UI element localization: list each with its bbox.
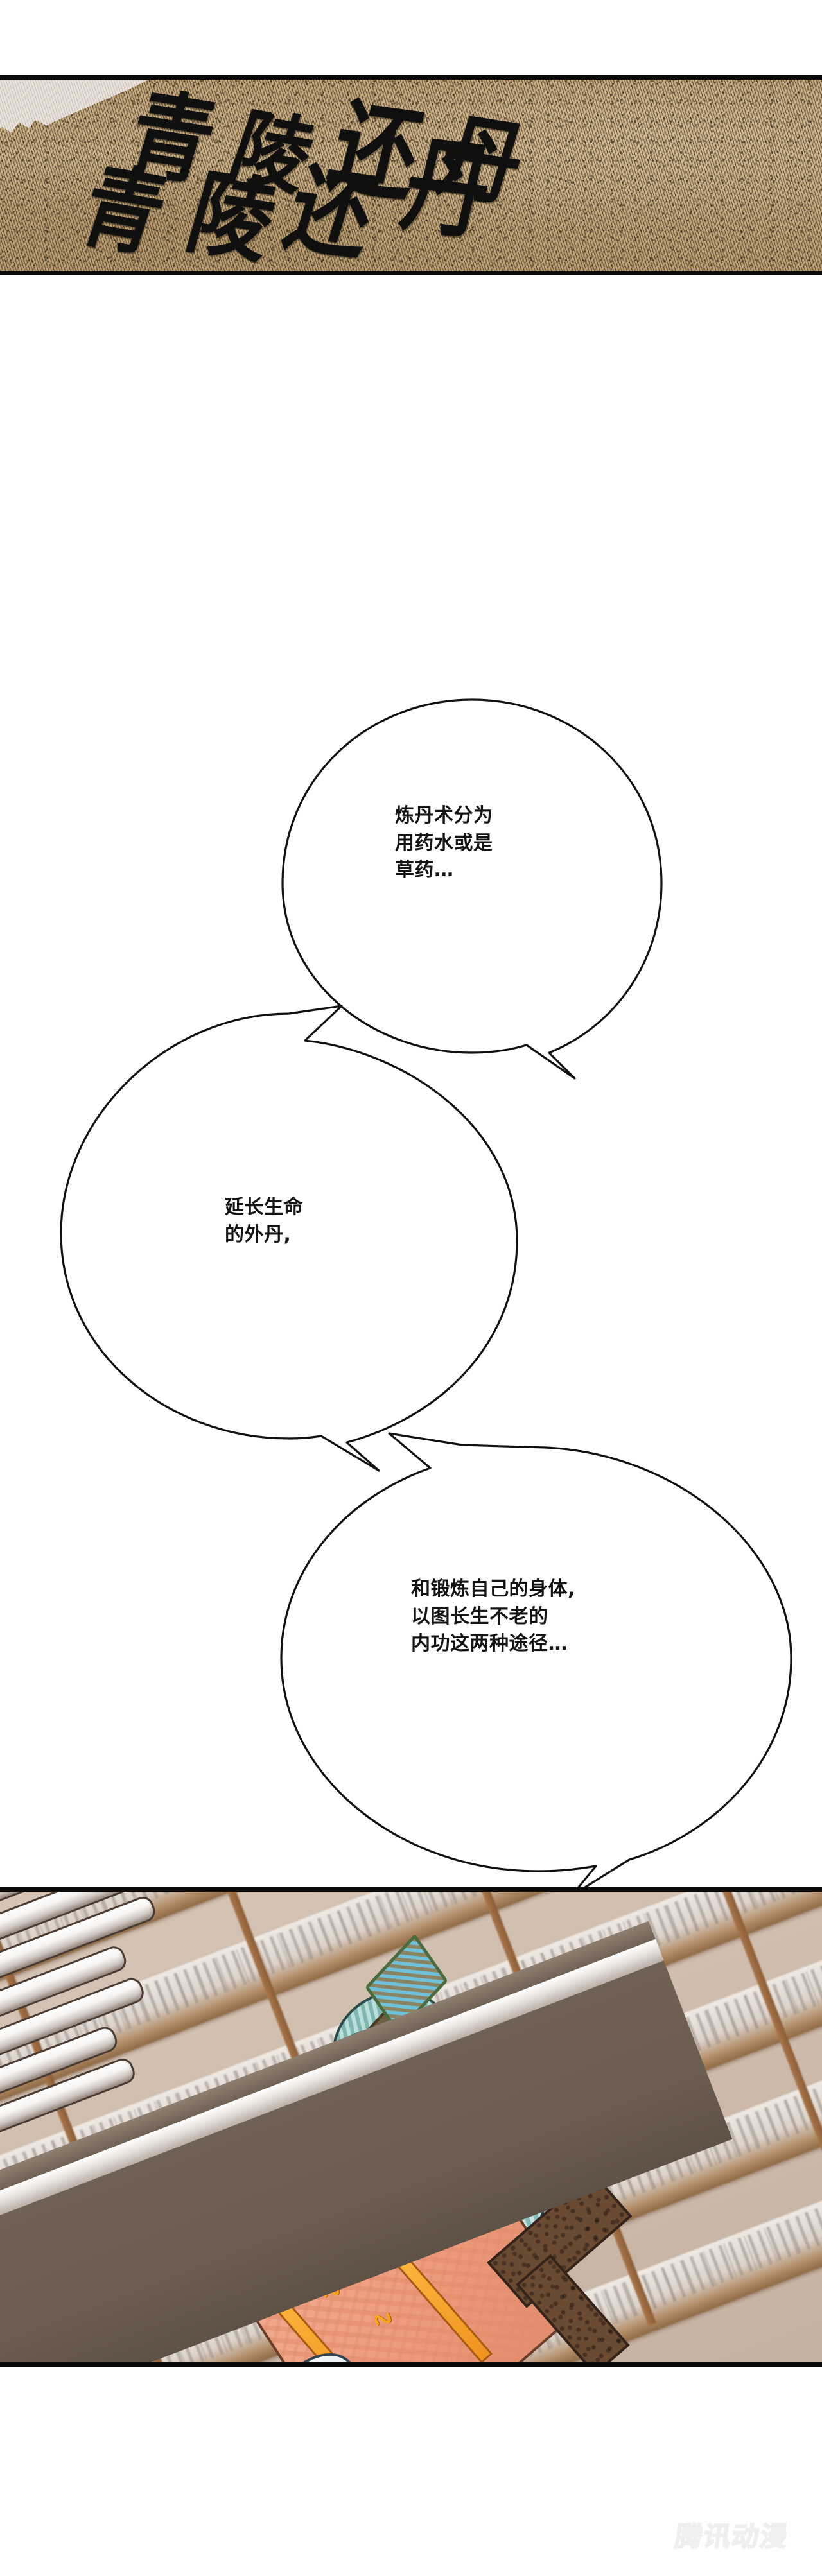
library-interior-panel: ∿ ∿ ∿	[0, 1887, 822, 2367]
speech-bubble-1: 炼丹术分为 用药水或是 草药…	[273, 693, 671, 1091]
speech-bubble-3-text: 和锻炼自己的身体, 以图长生不老的 内功这两种途径…	[411, 1578, 575, 1655]
speech-bubble-2: 延长生命 的外丹,	[45, 1005, 527, 1473]
speech-bubble-1-text: 炼丹术分为 用药水或是 草药…	[395, 804, 493, 882]
chapter-title-panel: 青 陵 还 丹 青 陵 还 丹	[0, 75, 822, 275]
speech-bubble-2-shape	[60, 1005, 518, 1472]
tencent-comics-watermark: 腾讯动漫	[672, 2520, 791, 2553]
speech-bubble-1-shape	[281, 698, 663, 1080]
speech-bubble-3-shape	[280, 1432, 792, 1897]
speech-bubble-3: 和锻炼自己的身体, 以图长生不老的 内功这两种途径…	[270, 1428, 803, 1897]
rock-speckle-texture	[0, 80, 822, 271]
speech-bubble-2-text: 延长生命 的外丹,	[225, 1196, 303, 1246]
